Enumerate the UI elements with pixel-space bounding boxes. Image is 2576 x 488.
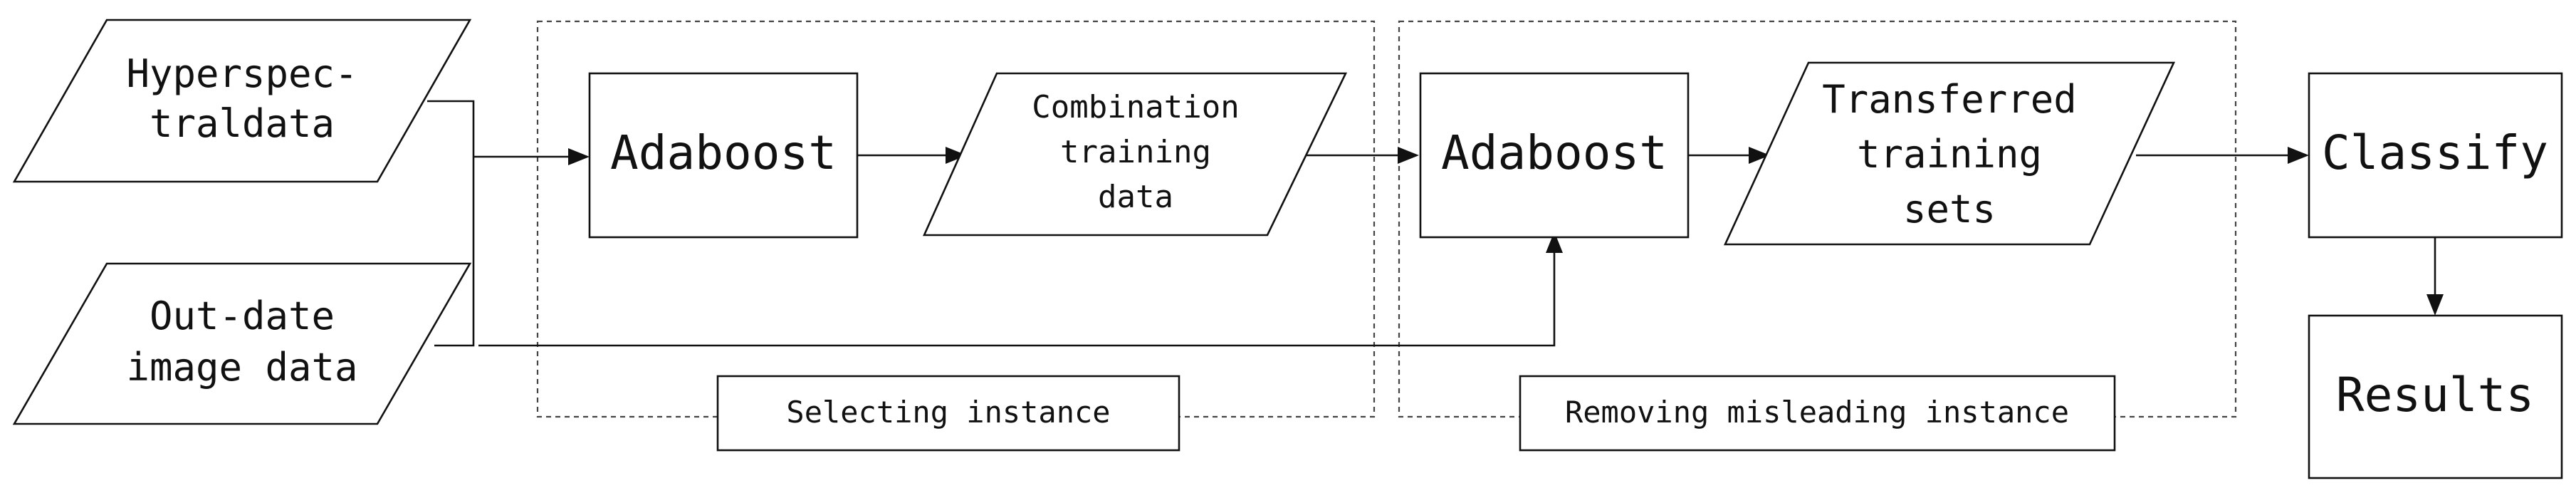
- outdated-image-data-input: [12, 262, 472, 425]
- removing-instance-label-box: [1519, 375, 2116, 452]
- combination-training-data: [922, 72, 1348, 237]
- results-box: [2308, 314, 2563, 479]
- hyperspectral-connector: [427, 100, 475, 347]
- combination-training-data-line2: training: [1060, 134, 1211, 170]
- transferred-training-sets-line3: sets: [1903, 187, 1996, 232]
- adaboost-label-1: Adaboost: [610, 125, 837, 180]
- outdated-image-data-label-line2: image data: [126, 345, 357, 390]
- adaboost-label-2: Adaboost: [1441, 125, 1667, 180]
- arrowhead-combination: [946, 147, 967, 164]
- transferred-training-sets: [1723, 61, 2176, 246]
- transferred-training-sets-line2: training: [1857, 132, 2042, 177]
- hyperspectral-data-label-line2: traldata: [150, 101, 335, 146]
- arrowhead-classify: [2288, 147, 2309, 164]
- hyperspectral-data-label-line1: Hyperspec-: [126, 51, 357, 96]
- classify-box: [2308, 72, 2563, 239]
- transferred-training-sets-line1: Transferred: [1822, 77, 2077, 122]
- combination-training-data-line1: Combination: [1032, 89, 1239, 125]
- hyperspectral-data-input: [12, 19, 472, 183]
- selecting-instance-label: Selecting instance: [786, 395, 1110, 430]
- classify-label: Classify: [2322, 125, 2548, 180]
- combination-training-data-line3: data: [1098, 179, 1173, 215]
- adaboost-box-2: [1419, 72, 1690, 239]
- arrowhead-adaboost2-up: [1546, 232, 1563, 253]
- removing-instance-label: Removing misleading instance: [1565, 395, 2069, 430]
- arrowhead-adaboost2: [1398, 147, 1419, 164]
- results-label: Results: [2336, 368, 2534, 422]
- arrowhead-adaboost1: [568, 148, 590, 165]
- arrowhead-transferred: [1749, 147, 1770, 164]
- selecting-instance-label-box: [716, 375, 1180, 452]
- adaboost-box-1: [588, 72, 859, 239]
- arrowhead-results: [2426, 294, 2444, 316]
- outdated-to-adaboost2-line: [478, 253, 1556, 347]
- outdated-image-data-label-line1: Out-date: [150, 294, 335, 338]
